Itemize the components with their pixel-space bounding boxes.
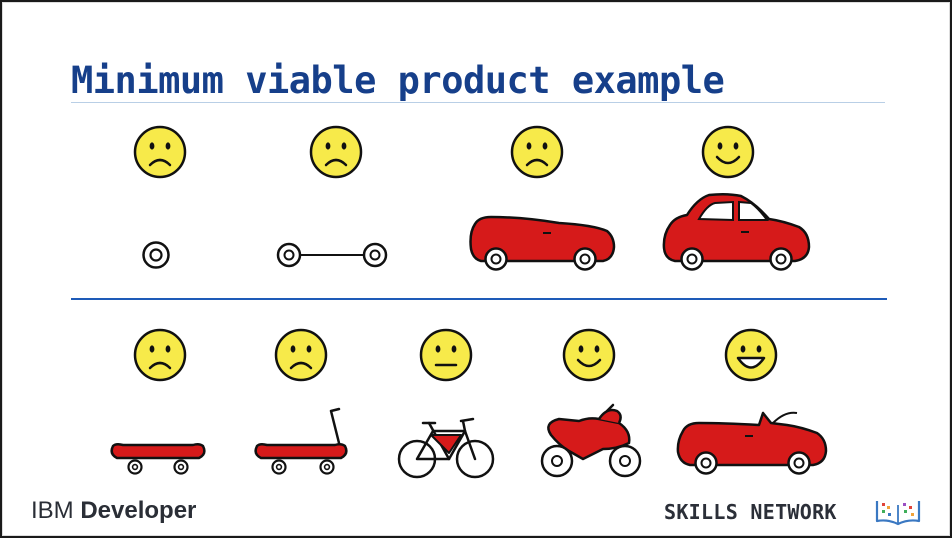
slide-title: Minimum viable product example	[71, 59, 725, 102]
skills-network-books-icon	[875, 501, 921, 526]
sad-face-icon	[133, 328, 187, 382]
skills-network-label: SKILLS NETWORK	[664, 500, 837, 524]
convertible-icon	[676, 411, 828, 475]
brand-name: Developer	[80, 497, 197, 524]
car-body-icon	[469, 215, 616, 271]
motorcycle-icon	[540, 403, 642, 478]
sad-face-icon	[274, 328, 328, 382]
row-divider	[71, 298, 887, 300]
car-icon	[662, 192, 811, 271]
wheel-icon	[142, 241, 170, 269]
sad-face-icon	[133, 125, 187, 179]
mvp-illustration	[110, 125, 828, 479]
happy-face-icon	[701, 125, 755, 179]
sad-face-icon	[309, 125, 363, 179]
top-row	[133, 125, 811, 271]
happy-face-icon	[562, 328, 616, 382]
axle-icon	[276, 242, 388, 268]
bottom-row	[110, 328, 828, 479]
scooter-icon	[254, 407, 348, 475]
title-underline	[71, 102, 885, 103]
skateboard-icon	[110, 442, 206, 475]
brand-prefix: IBM	[31, 497, 74, 524]
sad-face-icon	[510, 125, 564, 179]
neutral-face-icon	[419, 328, 473, 382]
laughing-face-icon	[724, 328, 778, 382]
bicycle-icon	[397, 417, 495, 479]
ibm-developer-logo: IBM Developer	[31, 497, 196, 525]
